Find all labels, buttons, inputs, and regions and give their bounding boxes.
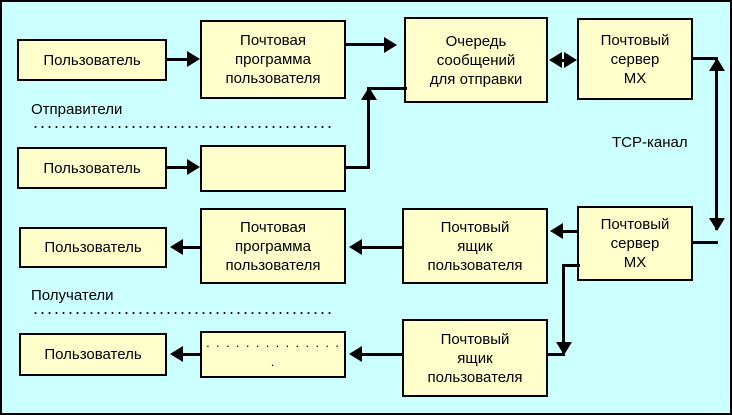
tcp-top-segment (693, 57, 718, 60)
connector-mua2-up (367, 90, 370, 168)
box-sender-user-1: Пользователь (17, 39, 167, 81)
tcp-bottom-segment (693, 241, 718, 244)
box-send-queue: Очередь сообщений для отправки (404, 17, 548, 103)
box-sender-user-2: Пользователь (17, 147, 167, 189)
box-mailbox-1: Почтовый ящик пользователя (402, 208, 548, 284)
connector-mua-to-recipient1 (182, 246, 202, 249)
arrowhead-mailbox2-to-mua2 (349, 346, 362, 362)
box-mx-server-out: Почтовый сервер MX (577, 18, 693, 100)
arrowhead-to-recipient2 (170, 346, 183, 362)
box-sender-mua-2 (200, 145, 346, 192)
connector-user1-to-mua1 (167, 58, 189, 61)
arrowhead-queue-right (564, 52, 577, 68)
arrowhead-to-recipient1 (170, 239, 183, 255)
recipients-dotted-separator (32, 312, 332, 314)
arrowhead-mailbox1-to-mua (349, 239, 362, 255)
box-recipient-mua-1: Почтовая программа пользователя (200, 208, 346, 284)
box-recipient-mua-2: · · · · · · · · · · · · · · · (200, 331, 346, 378)
senders-dotted-separator (32, 126, 332, 128)
arrowhead-user2-to-mua2 (187, 159, 200, 175)
connector-mxin-to-mailbox1 (563, 230, 579, 233)
box-recipient-user-1: Пользователь (19, 227, 167, 268)
connector-mxin-left-stub (562, 264, 580, 267)
recipients-group-label: Получатели (31, 287, 114, 304)
arrowhead-mua1-to-queue (384, 37, 397, 53)
connector-mailbox2-to-mua2 (362, 353, 404, 356)
box-mailbox-2: Почтовый ящик пользователя (402, 319, 548, 397)
connector-mailbox1-to-mua (362, 246, 404, 249)
connector-mua2-right (346, 166, 370, 169)
arrowhead-user1-to-mua1 (187, 51, 200, 67)
tcp-vertical-line (715, 59, 718, 230)
arrowhead-queue-left (549, 52, 562, 68)
connector-mua2-to-recipient2 (182, 353, 202, 356)
connector-mua2-into-queue (367, 87, 407, 90)
connector-mua1-to-queue (346, 43, 386, 46)
box-mx-server-in: Почтовый сервер MX (577, 206, 693, 281)
arrowhead-mxin-down (556, 342, 572, 355)
arrowhead-tcp-up (709, 58, 725, 71)
connector-mxin-down-stub (545, 353, 565, 356)
arrowhead-tcp-down (709, 218, 725, 231)
arrowhead-mxin-to-mailbox1 (550, 223, 563, 239)
arrowhead-mua2-up (361, 87, 377, 100)
connector-mxin-down (562, 264, 565, 354)
senders-group-label: Отправители (31, 101, 123, 118)
box-sender-mua-1: Почтовая программа пользователя (200, 20, 346, 99)
connector-user2-to-mua2 (167, 166, 189, 169)
box-recipient-user-2: Пользователь (19, 333, 167, 376)
connector-queue-to-mx (554, 59, 572, 62)
tcp-channel-label: TCP-канал (612, 134, 688, 151)
